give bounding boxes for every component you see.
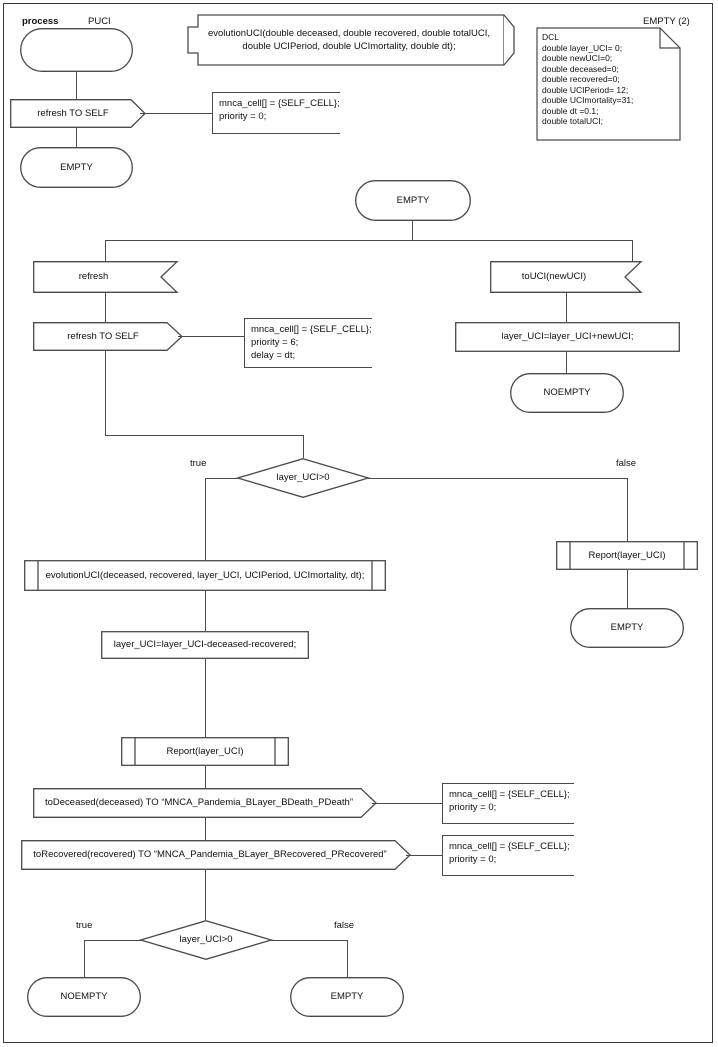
- dcl-line-3: double deceased=0;: [542, 63, 619, 74]
- dcl-line-8: double totalUCI;: [542, 116, 603, 126]
- start-output-refresh-to-self: refresh TO SELF: [10, 99, 146, 128]
- connector-end-false-down: [347, 940, 348, 978]
- dcl-line-0: DCL: [542, 32, 560, 42]
- state-empty-end: EMPTY: [290, 977, 404, 1017]
- connector-start-comment: [140, 113, 212, 114]
- connector-end-true-down: [84, 940, 85, 978]
- connector-output-to-state-empty: [76, 128, 77, 148]
- dcl-line-4: double recovered=0;: [542, 74, 620, 84]
- connector-refresh-to-output: [105, 293, 106, 323]
- proc-call-evolution-uci: evolutionUCI(deceased, recovered, layer_…: [24, 560, 386, 591]
- connector-torecovered-to-decision: [205, 870, 206, 920]
- connector-refresh-down: [105, 351, 106, 435]
- dcl-line-6: double UCImortality=31;: [542, 95, 634, 105]
- connector-end-true-out: [84, 940, 141, 941]
- state-empty: EMPTY: [355, 180, 471, 221]
- start-state: [20, 28, 133, 72]
- connector-report-left-to-todeceased: [205, 766, 206, 789]
- connector-evolution-to-task: [205, 591, 206, 631]
- connector-mid-false-down: [627, 478, 628, 541]
- process-name-label: PUCI: [88, 16, 111, 27]
- deceased-comment-line-1: priority = 0;: [449, 802, 497, 813]
- refresh-comment-line-2: delay = dt;: [251, 350, 296, 361]
- decision-mid-true-label: true: [190, 458, 207, 469]
- recovered-comment-box: mnca_cell[] = {SELF_CELL}; priority = 0;: [442, 835, 574, 876]
- dcl-line-2: double newUCI=0;: [542, 53, 613, 63]
- dcl-note-box: DCL double layer_UCI= 0; double newUCI=0…: [536, 27, 681, 141]
- connector-branch-right-drop: [632, 240, 633, 262]
- connector-deceased-comment: [372, 803, 442, 804]
- start-next-state-empty: EMPTY: [20, 147, 133, 188]
- refresh-comment-line-0: mnca_cell[] = {SELF_CELL};: [251, 324, 372, 335]
- process-keyword-label: process: [22, 16, 59, 27]
- page-border: [3, 3, 713, 1043]
- output-todeceased: toDeceased(deceased) TO “MNCA_Pandemia_B…: [33, 788, 377, 818]
- state-noempty-end: NOEMPTY: [27, 977, 141, 1017]
- recovered-comment-line-0: mnca_cell[] = {SELF_CELL};: [449, 841, 570, 852]
- start-comment-box: mnca_cell[] = {SELF_CELL}; priority = 0;: [212, 92, 340, 134]
- proc-call-report-right: Report(layer_UCI): [556, 541, 698, 570]
- connector-branch-bar: [105, 240, 632, 241]
- start-comment-line-0: mnca_cell[] = {SELF_CELL};: [219, 98, 340, 109]
- start-comment-line-1: priority = 0;: [219, 111, 267, 122]
- refresh-comment-line-1: priority = 6;: [251, 337, 299, 348]
- dcl-line-1: double layer_UCI= 0;: [542, 42, 623, 53]
- deceased-comment-box: mnca_cell[] = {SELF_CELL}; priority = 0;: [442, 783, 574, 824]
- decision-layer-uci-end: layer_UCI>0: [138, 920, 274, 960]
- decision-mid-false-label: false: [616, 458, 637, 469]
- output-refresh-to-self: refresh TO SELF: [33, 322, 183, 351]
- connector-task-to-noempty: [566, 352, 567, 374]
- state-noempty-right: NOEMPTY: [510, 373, 624, 413]
- connector-report-right-to-empty: [627, 570, 628, 608]
- connector-mid-true-out: [205, 478, 238, 479]
- refresh-comment-box: mnca_cell[] = {SELF_CELL}; priority = 6;…: [244, 318, 372, 368]
- connector-state-empty-down: [412, 221, 413, 240]
- decision-end-false-label: false: [334, 920, 355, 931]
- input-refresh: refresh: [33, 261, 179, 293]
- connector-todeceased-to-torecovered: [205, 818, 206, 841]
- dcl-note-text: DCL double layer_UCI= 0; double newUCI=0…: [537, 28, 680, 140]
- connector-task-to-report-left: [205, 659, 206, 737]
- dcl-line-7: double dt =0.1;: [542, 105, 599, 116]
- recovered-comment-line-1: priority = 0;: [449, 854, 497, 865]
- task-subtract: layer_UCI=layer_UCI-deceased-recovered;: [101, 631, 309, 659]
- state-empty-right: EMPTY: [570, 608, 684, 648]
- dcl-line-5: double UCIPeriod= 12;: [542, 84, 629, 95]
- page-number-label: EMPTY (2): [643, 16, 690, 27]
- procedure-declaration-line1: evolutionUCI(double deceased, double rec…: [207, 28, 490, 39]
- decision-layer-uci-mid: layer_UCI>0: [235, 458, 371, 498]
- output-torecovered: toRecovered(recovered) TO “MNCA_Pandemia…: [21, 840, 411, 870]
- decision-end-true-label: true: [76, 920, 93, 931]
- connector-mid-true-down: [205, 478, 206, 560]
- procedure-declaration-text: evolutionUCI(double deceased, double rec…: [186, 27, 516, 53]
- procedure-declaration-box: evolutionUCI(double deceased, double rec…: [186, 14, 516, 66]
- deceased-comment-line-0: mnca_cell[] = {SELF_CELL};: [449, 789, 570, 800]
- connector-branch-left-drop: [105, 240, 106, 262]
- connector-mid-false-out: [368, 478, 627, 479]
- connector-start-to-output: [76, 72, 77, 100]
- task-add-newuci: layer_UCI=layer_UCI+newUCI;: [455, 322, 680, 352]
- connector-touci-to-task: [566, 293, 567, 323]
- connector-refresh-right: [105, 435, 304, 436]
- connector-refresh-comment: [178, 336, 244, 337]
- connector-to-decision-mid: [303, 435, 304, 458]
- input-touci: toUCI(newUCI): [490, 261, 643, 293]
- procedure-declaration-line2: double UCIPeriod, double UCImortality, d…: [242, 41, 456, 52]
- connector-end-false-out: [271, 940, 348, 941]
- connector-recovered-comment: [406, 855, 442, 856]
- proc-call-report-left: Report(layer_UCI): [121, 737, 289, 766]
